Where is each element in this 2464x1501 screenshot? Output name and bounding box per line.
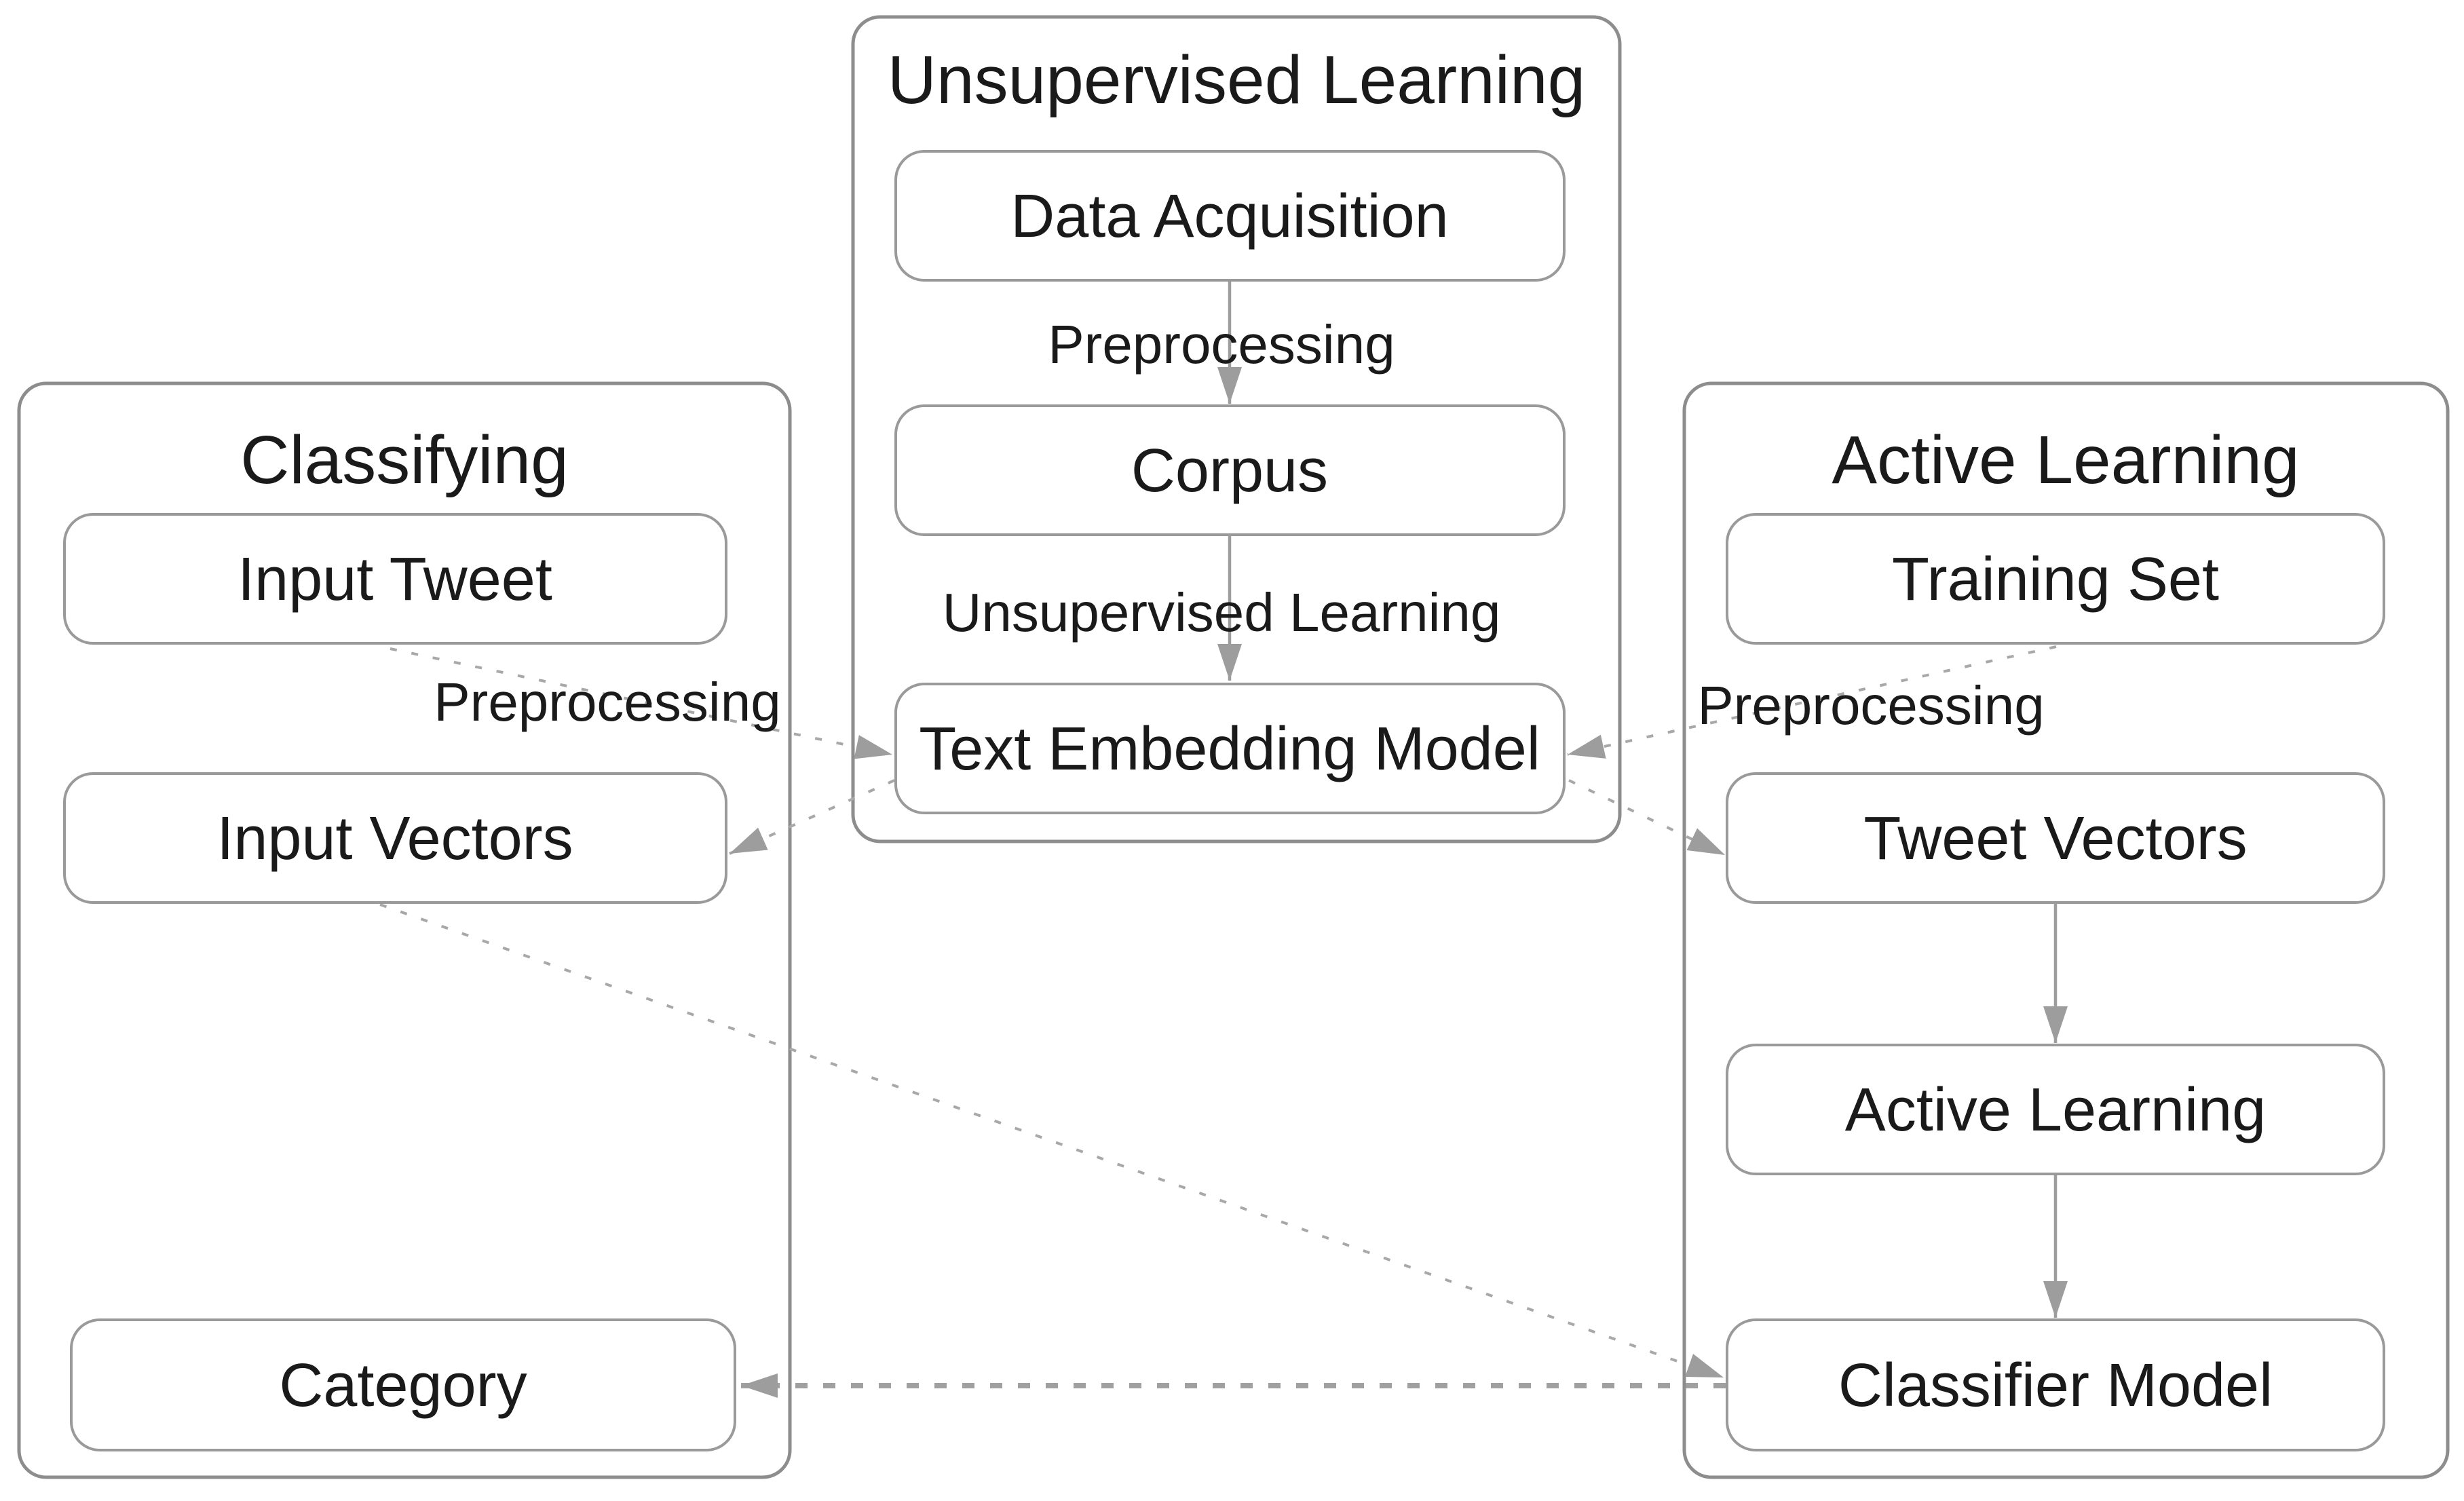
panel-classifying <box>17 381 792 1479</box>
node-data-acquisition <box>894 150 1566 282</box>
edge-label-preprocessing-center: Preprocessing <box>1048 314 1395 375</box>
node-label-active-learning: Active Learning <box>1845 1076 2266 1144</box>
edge-training-set-to-text-embedding-model <box>1567 645 2057 759</box>
edge-label-unsupervised-learning: Unsupervised Learning <box>943 582 1501 643</box>
node-active-learning <box>1726 1044 2385 1175</box>
node-category <box>70 1318 736 1451</box>
node-label-category: Category <box>279 1352 527 1420</box>
node-classifier-model <box>1726 1318 2385 1451</box>
edge-label-group: Preprocessing Unsupervised Learning Prep… <box>434 314 2044 736</box>
edge-label-preprocessing-left: Preprocessing <box>434 672 780 732</box>
panel-title-active-learning: Active Learning <box>1832 422 2299 498</box>
node-tweet-vectors <box>1726 772 2385 904</box>
node-training-set <box>1726 513 2385 645</box>
node-input-tweet <box>63 513 727 645</box>
node-label-data-acquisition: Data Acquisition <box>1010 183 1448 250</box>
node-label-input-vectors: Input Vectors <box>216 805 573 873</box>
node-corpus <box>894 404 1566 536</box>
edge-group <box>379 282 2068 1398</box>
node-group: Data Acquisition Corpus Text Embedding M… <box>63 150 2385 1451</box>
node-label-corpus: Corpus <box>1131 437 1328 505</box>
node-label-training-set: Training Set <box>1892 546 2219 613</box>
node-label-input-tweet: Input Tweet <box>238 546 552 613</box>
node-input-vectors <box>63 772 727 904</box>
node-text-embedding-model <box>894 683 1566 814</box>
edge-label-preprocessing-right: Preprocessing <box>1697 675 2044 736</box>
edge-text-embedding-model-to-input-vectors <box>729 779 895 855</box>
node-label-text-embedding-model: Text Embedding Model <box>919 715 1540 783</box>
panel-active-learning <box>1682 381 2450 1479</box>
node-label-classifier-model: Classifier Model <box>1838 1352 2273 1420</box>
panel-title-classifying: Classifying <box>240 422 569 498</box>
node-label-tweet-vectors: Tweet Vectors <box>1863 805 2247 873</box>
panel-title-unsupervised-learning: Unsupervised Learning <box>888 42 1585 118</box>
